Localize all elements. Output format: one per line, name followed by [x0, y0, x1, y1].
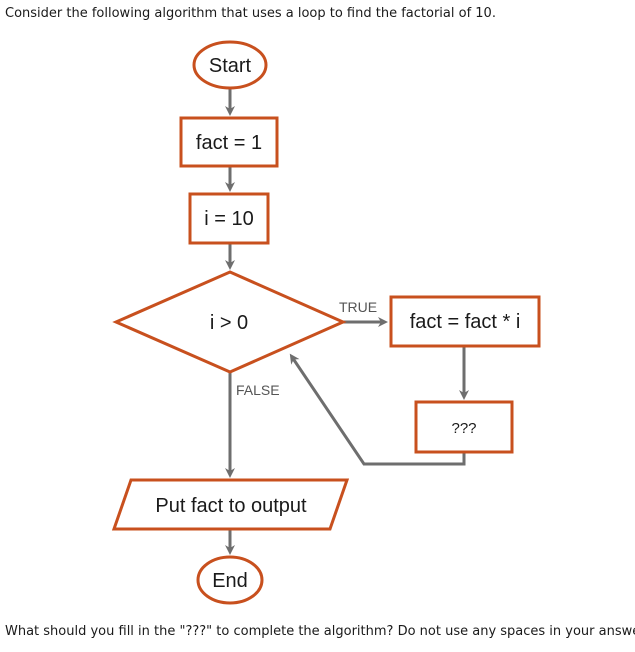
- start-label: Start: [209, 55, 252, 77]
- init-fact-label: fact = 1: [196, 132, 262, 154]
- unknown-process-shape: [414, 400, 514, 454]
- start-terminal-shape: [192, 40, 268, 90]
- init-i-process-shape: [188, 192, 270, 245]
- true-label: TRUE: [339, 299, 377, 315]
- node-multiply: fact = fact * i: [389, 295, 541, 348]
- node-init-fact: fact = 1: [179, 116, 279, 168]
- condition-decision-shape: [112, 270, 347, 374]
- node-condition: i > 0: [112, 270, 347, 374]
- question-text: What should you fill in the "???" to com…: [5, 624, 635, 639]
- multiply-process-shape: [389, 295, 541, 348]
- condition-label: i > 0: [210, 312, 248, 334]
- init-i-label: i = 10: [204, 208, 253, 230]
- output-io-shape: [111, 478, 350, 531]
- end-terminal-shape: [196, 555, 264, 605]
- unknown-label: ???: [451, 420, 476, 437]
- edge-loop-back: [289, 353, 466, 466]
- intro-text: Consider the following algorithm that us…: [5, 6, 496, 21]
- node-output: Put fact to output: [111, 478, 350, 531]
- node-start: Start: [192, 40, 268, 90]
- node-end: End: [196, 555, 264, 605]
- output-label: Put fact to output: [155, 495, 307, 517]
- node-init-i: i = 10: [188, 192, 270, 245]
- end-label: End: [212, 570, 248, 592]
- edges: [225, 88, 469, 555]
- false-label: FALSE: [236, 382, 280, 398]
- multiply-label: fact = fact * i: [410, 311, 521, 333]
- init-fact-process-shape: [179, 116, 279, 168]
- node-unknown: ???: [414, 400, 514, 454]
